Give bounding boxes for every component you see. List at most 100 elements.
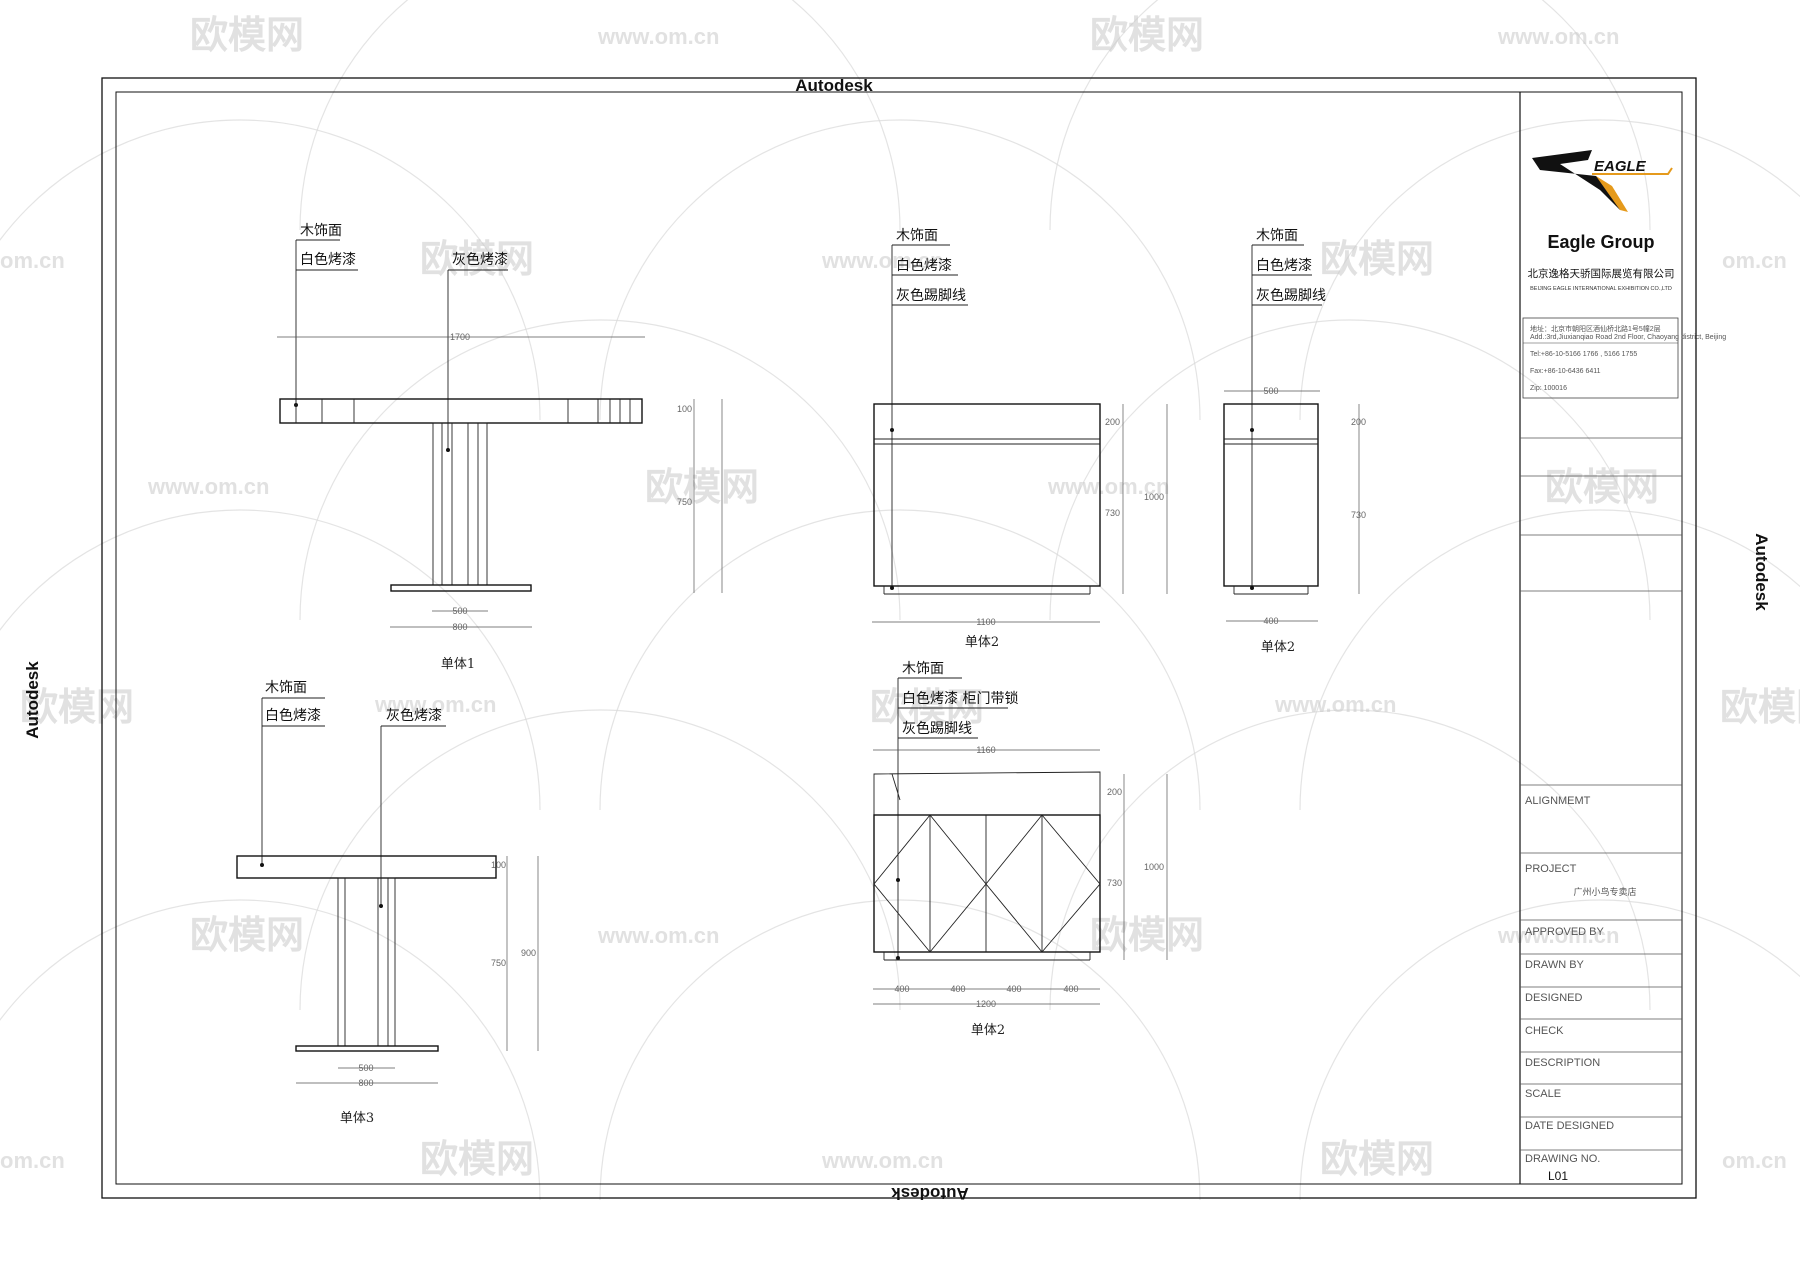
watermark-url: www.om.cn: [1274, 692, 1396, 717]
watermark-url: om.cn: [1722, 1148, 1787, 1173]
watermark-logo: 欧模网: [1320, 1139, 1434, 1181]
watermark-layer: 欧模网 欧模网 欧模网 欧模网 欧模网 欧模网 欧模网 欧模网 欧模网 欧模网 …: [0, 0, 1800, 1201]
watermark-url: www.om.cn: [597, 923, 719, 948]
unit2-front-dim-h-mid: 730: [1105, 508, 1120, 518]
autodesk-label-left: Autodesk: [23, 661, 42, 739]
unit2-back-dim-seg3: 400: [1006, 984, 1021, 994]
view-unit1: 木饰面 白色烤漆 灰色烤漆 1700 500 800 100 750 单体1: [277, 223, 723, 672]
company-name-cn: 北京逸格天骄国际展览有限公司: [1528, 267, 1675, 280]
unit2-back-dim-h-top: 200: [1107, 787, 1122, 797]
unit2-front-caption: 单体2: [965, 635, 999, 650]
title-block: EAGLE Eagle Group 北京逸格天骄国际展览有限公司 BEIJING…: [1519, 92, 1726, 1184]
watermark-url: www.om.cn: [147, 474, 269, 499]
unit2-front-label-gray: 灰色踢脚线: [896, 287, 966, 304]
watermark-logo: 欧模网: [190, 15, 304, 57]
unit3-dim-h-top: 100: [491, 860, 506, 870]
watermark-logo: 欧模网: [20, 687, 134, 729]
tb-check-label: CHECK: [1525, 1025, 1564, 1037]
tb-approved-label: APPROVED BY: [1525, 926, 1605, 938]
unit2-back-label-gray: 灰色踢脚线: [902, 720, 972, 737]
unit3-caption: 单体3: [340, 1111, 374, 1126]
unit2-back-dim-seg2: 400: [950, 984, 965, 994]
watermark-logo: 欧模网: [190, 915, 304, 957]
tb-drawing-no-label: DRAWING NO.: [1525, 1153, 1600, 1165]
view-unit3: 木饰面 白色烤漆 灰色烤漆 500 800 100 750 900 单体3: [236, 680, 539, 1126]
unit2-back-caption: 单体2: [971, 1023, 1005, 1038]
unit2-back-dim-total: 1200: [976, 999, 996, 1009]
tb-date-label: DATE DESIGNED: [1525, 1120, 1614, 1132]
unit2-back-dim-width-top: 1160: [976, 745, 995, 755]
tb-description-label: DESCRIPTION: [1525, 1057, 1600, 1069]
unit2-front-label-wood: 木饰面: [896, 228, 938, 244]
contact-fax: Fax:+86-10-6436 6411: [1530, 368, 1601, 375]
tb-drawing-no-value: L01: [1548, 1169, 1568, 1183]
tb-project-label: PROJECT: [1525, 863, 1577, 875]
unit2-side-label-wood: 木饰面: [1256, 228, 1298, 244]
contact-box: [1522, 317, 1679, 399]
watermark-logo: 欧模网: [1090, 915, 1204, 957]
unit2-front-dim-width: 1100: [976, 617, 995, 627]
tb-scale-label: SCALE: [1525, 1088, 1561, 1100]
unit2-back-label-white: 白色烤漆 柜门带锁: [902, 690, 1018, 707]
unit1-label-gray: 灰色烤漆: [452, 251, 508, 268]
unit1-dim-h-main: 750: [677, 497, 692, 507]
unit3-label-gray: 灰色烤漆: [386, 707, 442, 724]
unit3-dim-h-total: 900: [521, 948, 536, 958]
watermark-arcs: [0, 0, 1800, 1201]
tb-drawn-label: DRAWN BY: [1525, 959, 1585, 971]
unit2-front-dim-h-total: 1000: [1144, 492, 1164, 502]
watermark-url: www.om.cn: [1497, 923, 1619, 948]
contact-zip: Zip: 100016: [1530, 385, 1567, 392]
unit2-front-label-white: 白色烤漆: [896, 257, 952, 274]
unit2-back-dim-h-total: 1000: [1144, 862, 1164, 872]
watermark-url: om.cn: [0, 248, 65, 273]
unit2-side-dim-h-top: 200: [1351, 417, 1366, 427]
unit3-label-wood: 木饰面: [265, 680, 307, 696]
company-name-en: BEIJING EAGLE INTERNATIONAL EXHIBITION C…: [1530, 286, 1672, 292]
unit2-side-dim-h-mid: 730: [1351, 510, 1366, 520]
watermark-url: www.om.cn: [597, 24, 719, 49]
unit1-label-white: 白色烤漆: [300, 251, 356, 268]
unit1-caption: 单体1: [441, 657, 475, 672]
view-unit2-back: 木饰面 白色烤漆 柜门带锁 灰色踢脚线 1160 400 400 400 400…: [873, 661, 1168, 1038]
view-unit2-front: 木饰面 白色烤漆 灰色踢脚线 1100 200 730 1000 单体2: [872, 228, 1168, 650]
unit1-dim-base-inner: 500: [452, 606, 467, 616]
watermark-url: www.om.cn: [821, 1148, 943, 1173]
unit2-side-dim-width-bottom: 400: [1263, 616, 1278, 626]
watermark-url: www.om.cn: [374, 692, 496, 717]
contact-address-en: Add.:3rd,Jiuxianqiao Road 2nd Floor, Cha…: [1530, 334, 1726, 341]
unit2-back-label-wood: 木饰面: [902, 661, 944, 677]
unit1-dim-h-top: 100: [677, 404, 692, 414]
unit1-label-wood: 木饰面: [300, 223, 342, 239]
unit1-dim-width: 1700: [450, 332, 470, 342]
outer-border: [101, 77, 1697, 1199]
unit1-dim-base-outer: 800: [452, 622, 467, 632]
unit2-side-dim-width-top: 500: [1263, 386, 1278, 396]
unit2-side-label-white: 白色烤漆: [1256, 257, 1312, 274]
unit2-back-dim-seg1: 400: [894, 984, 909, 994]
unit3-label-white: 白色烤漆: [265, 707, 321, 724]
watermark-logo: 欧模网: [1320, 239, 1434, 281]
autodesk-label-right: Autodesk: [1752, 533, 1771, 611]
unit3-dim-base-inner: 500: [358, 1063, 373, 1073]
unit2-front-dim-h-top: 200: [1105, 417, 1120, 427]
watermark-url: www.om.cn: [821, 248, 943, 273]
watermark-url: www.om.cn: [1497, 24, 1619, 49]
unit2-back-dim-h-mid: 730: [1107, 878, 1122, 888]
watermark-logo: 欧模网: [420, 1139, 534, 1181]
watermark-logo: 欧模网: [645, 467, 759, 509]
eagle-logo-wordmark: EAGLE: [1594, 158, 1647, 175]
watermark-url: www.om.cn: [1047, 474, 1169, 499]
watermark-url: om.cn: [0, 1148, 65, 1173]
autodesk-label-bottom: Autodesk: [891, 1184, 969, 1203]
eagle-logo: EAGLE: [1532, 150, 1673, 212]
contact-tel: Tel:+86-10-5166 1766 , 5166 1755: [1530, 351, 1637, 358]
unit2-side-label-gray: 灰色踢脚线: [1256, 287, 1326, 304]
unit3-dim-h-main: 750: [491, 958, 506, 968]
tb-project-value: 广州小鸟专卖店: [1573, 886, 1636, 897]
watermark-logo: 欧模网: [1090, 15, 1204, 57]
watermark-logo: 欧模网: [420, 239, 534, 281]
watermark-logo: 欧模网: [1720, 687, 1800, 729]
unit2-back-dim-seg4: 400: [1063, 984, 1078, 994]
